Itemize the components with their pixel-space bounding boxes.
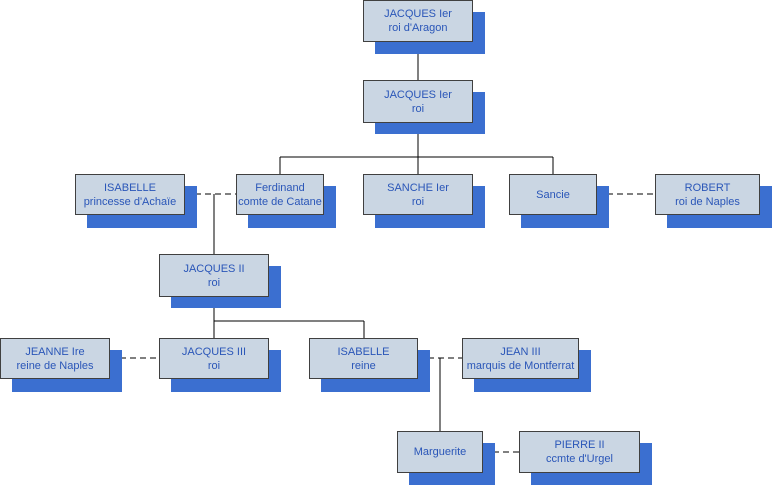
node-title: ccmte d'Urgel (546, 453, 613, 465)
node-name: Sancie (536, 188, 570, 201)
node-name: JACQUES III (181, 345, 247, 358)
node-name: SANCHE Ier (387, 181, 449, 194)
node-title: roi (207, 276, 221, 289)
node-title: roi (411, 195, 425, 208)
node-name: JEAN III (500, 345, 541, 358)
node-name: JACQUES Ier (384, 8, 452, 20)
node-title: roi (411, 102, 425, 115)
node-title: reine de Naples (16, 359, 94, 372)
node-title: comte de Catane (238, 195, 322, 208)
node-name: Marguerite (413, 446, 467, 458)
node-name: JACQUES Ier (384, 88, 452, 101)
node-name: JEANNE Ire (25, 345, 85, 358)
node-name: ISABELLE (337, 345, 390, 358)
node-title: roi (207, 359, 221, 372)
node-name: PIERRE II (554, 439, 605, 451)
node-title: princesse d'Achaïe (83, 195, 177, 208)
node-name: Ferdinand (255, 181, 305, 194)
node-title: marquis de Montferrat (466, 359, 575, 372)
node-name: ROBERT (684, 181, 731, 194)
node-title: roi de Naples (675, 195, 740, 208)
node-title: reine (351, 359, 376, 372)
node-title: roi d'Aragon (388, 22, 448, 34)
node-name: JACQUES II (183, 262, 245, 275)
node-name: ISABELLE (104, 181, 156, 194)
